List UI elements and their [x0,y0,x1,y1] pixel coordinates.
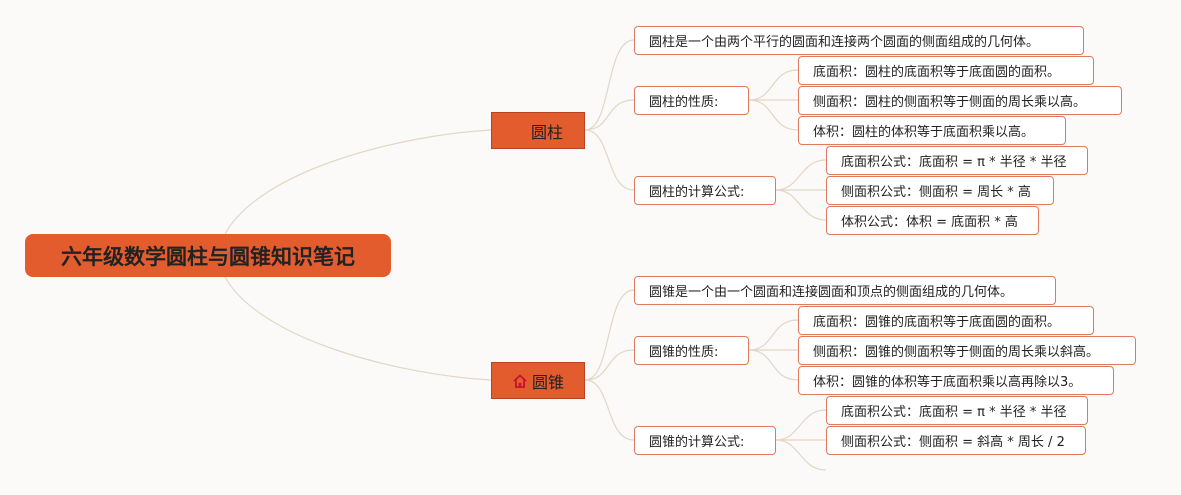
house-icon [512,373,528,389]
cylinder-formula-item[interactable]: 体积公式：体积 = 底面积 * 高 [826,206,1039,235]
cylinder-property-item[interactable]: 体积：圆柱的体积等于底面积乘以高。 [798,116,1066,145]
cylinder-formula-item[interactable]: 侧面积公式：侧面积 = 周长 * 高 [826,176,1054,205]
cone-formula-item[interactable]: 侧面积公式：侧面积 = 斜高 * 周长 / 2 [826,426,1086,455]
cone-definition[interactable]: 圆锥是一个由一个圆面和连接圆面和顶点的侧面组成的几何体。 [634,276,1056,305]
branch-cone[interactable]: 圆锥 [491,362,585,399]
cylinder-formula-item[interactable]: 底面积公式：底面积 = π * 半径 * 半径 [826,146,1088,175]
cone-property-item[interactable]: 侧面积：圆锥的侧面积等于侧面的周长乘以斜高。 [798,336,1136,365]
cone-formulas[interactable]: 圆锥的计算公式: [634,426,776,455]
branch-cone-label: 圆锥 [531,372,564,392]
cylinder-definition[interactable]: 圆柱是一个由两个平行的圆面和连接两个圆面的侧面组成的几何体。 [634,26,1084,55]
cone-properties[interactable]: 圆锥的性质: [634,336,749,365]
branch-cylinder[interactable]: 圆柱 [491,112,585,149]
cone-property-item[interactable]: 体积：圆锥的体积等于底面积乘以高再除以3。 [798,366,1114,395]
cone-formula-item[interactable]: 底面积公式：底面积 = π * 半径 * 半径 [826,396,1088,425]
cone-property-item[interactable]: 底面积：圆锥的底面积等于底面圆的面积。 [798,306,1094,335]
cylinder-property-item[interactable]: 侧面积：圆柱的侧面积等于侧面的周长乘以高。 [798,86,1122,115]
branch-cylinder-label: 圆柱 [530,122,563,142]
cylinder-property-item[interactable]: 底面积：圆柱的底面积等于底面圆的面积。 [798,56,1094,85]
root-node[interactable]: 六年级数学圆柱与圆锥知识笔记 [25,234,391,277]
cylinder-formulas[interactable]: 圆柱的计算公式: [634,176,776,205]
cylinder-properties[interactable]: 圆柱的性质: [634,86,749,115]
